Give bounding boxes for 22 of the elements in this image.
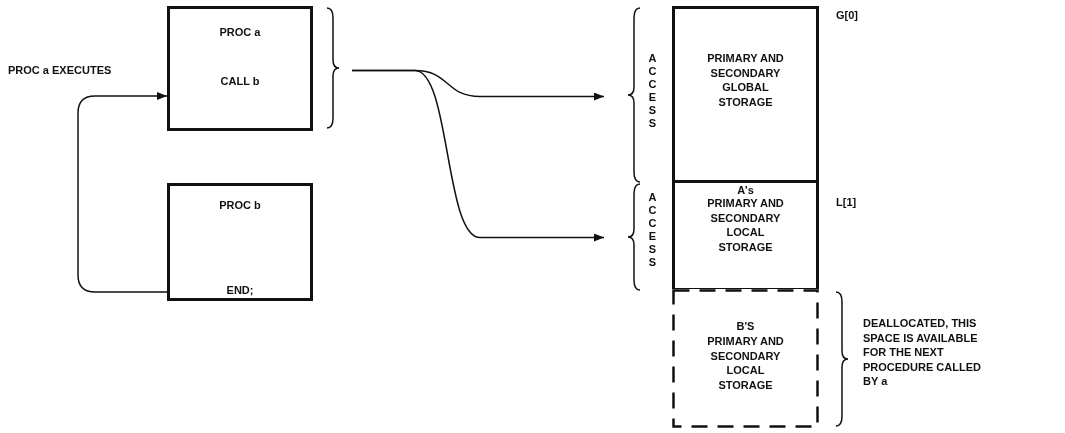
deallocated-storage-box: [672, 289, 819, 428]
vertical-label: ACCESS: [647, 191, 658, 269]
storage-box: [672, 180, 819, 291]
vertical-label: ACCESS: [647, 52, 658, 130]
address-label: G[0]: [836, 8, 858, 23]
node-text: END;: [225, 283, 255, 298]
note-text: DEALLOCATED, THIS SPACE IS AVAILABLE FOR THE NEXT PROCEDURE CALLED BY a: [863, 316, 982, 389]
node-text: PRIMARY AND SECONDARY LOCAL STORAGE: [706, 334, 785, 392]
procedure-box: [167, 183, 313, 301]
arrow: [351, 69, 605, 242]
caption-text: PROC a EXECUTES: [8, 63, 113, 78]
storage-box: [672, 6, 819, 183]
node-text: PROC b: [218, 198, 262, 213]
node-text: PRIMARY AND SECONDARY GLOBAL STORAGE: [706, 51, 785, 109]
node-text: A's: [736, 183, 755, 198]
node-text: CALL b: [219, 74, 261, 89]
node-text: PRIMARY AND SECONDARY LOCAL STORAGE: [706, 196, 785, 254]
procedure-box: [167, 6, 313, 131]
arrow: [77, 92, 168, 293]
node-text: B'S: [735, 319, 756, 334]
address-label: L[1]: [836, 195, 857, 210]
node-text: PROC a: [218, 25, 262, 40]
